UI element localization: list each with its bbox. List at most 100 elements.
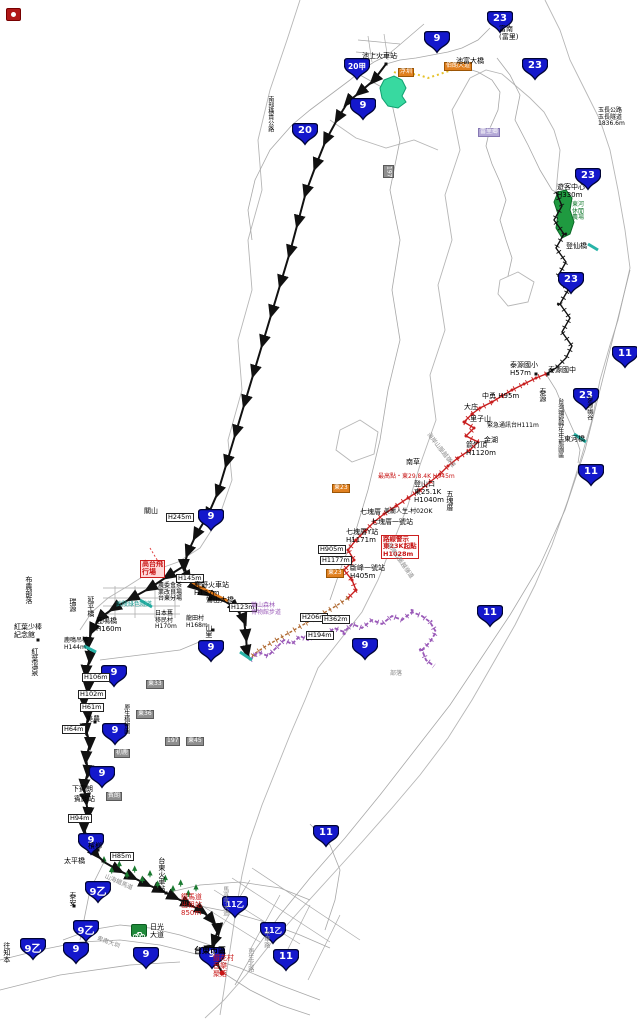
road-7 <box>0 939 321 1001</box>
trail-ridge-red-station-dot <box>522 382 526 386</box>
highway-shield-9: 9 <box>133 946 159 970</box>
shield-shape <box>424 30 450 54</box>
shield-number: 9乙 <box>89 887 107 898</box>
map-label: 日本舊 移民村 H170m <box>155 610 177 631</box>
map-label: 南草 <box>406 458 420 466</box>
trail-ridge-lower-brown <box>249 597 349 661</box>
map-plate-label: 路線警示 東23K起點 H1028m <box>381 535 419 559</box>
map-label: 七塊厝一號站 <box>371 518 413 526</box>
shield-shape <box>73 919 99 943</box>
map-label: 泰安 <box>68 892 77 906</box>
trail-ridge-red-station-dot <box>364 528 368 532</box>
map-label: 農委會茶 業改良場 台東分場 <box>158 582 183 603</box>
tree-icon <box>185 889 191 897</box>
road-0 <box>234 269 631 986</box>
map-plate-label: H102m <box>78 690 106 700</box>
map-plate-label: H106m <box>82 673 110 683</box>
trail-ridge-red-station-dot <box>372 520 376 524</box>
shield-number: 9 <box>361 640 369 651</box>
map-label: 部落 <box>390 670 403 677</box>
map-plate-label: H194m <box>306 631 334 641</box>
map-label: 台東火車站 <box>157 857 166 892</box>
map-label: 東河橋 <box>564 435 585 443</box>
trail-ridge-red-station-dot <box>470 412 474 416</box>
shield-shape <box>133 946 159 970</box>
shield-shape <box>85 880 111 904</box>
shield-shape <box>313 824 339 848</box>
highway-shield-9乙: 9乙 <box>73 919 99 943</box>
map-label: 鸞山森林 博物館步道 <box>251 602 282 616</box>
map-label: 斷峰一號站 H405m <box>350 564 385 580</box>
station-dot <box>534 372 538 376</box>
tree-icon <box>193 884 199 892</box>
grid-street-10 <box>231 877 331 943</box>
station-dot <box>384 62 388 66</box>
map-label: 鹿鳴吊橋 H144m <box>64 637 89 651</box>
road-5 <box>247 124 293 241</box>
shield-shape <box>350 97 376 121</box>
grid-street-16 <box>357 39 401 45</box>
map-plate-label: H245m <box>166 513 194 523</box>
shield-number: 20 <box>298 125 312 136</box>
shield-shape <box>198 639 224 663</box>
map-label: 金湖 <box>484 436 498 444</box>
highway-shield-9: 9 <box>102 722 128 746</box>
map-label: 台灣獼猴野生生態園區 <box>556 398 564 458</box>
highway-shield-11: 11 <box>578 463 604 487</box>
highway-shield-9: 9 <box>78 832 104 856</box>
tree-icon <box>132 865 138 873</box>
tree-icon <box>139 875 145 883</box>
station-dot <box>93 720 97 724</box>
shield-number: 20甲 <box>348 62 366 71</box>
map-plate-label: 初鹿 <box>114 749 131 758</box>
tree-icon <box>162 874 168 882</box>
map-label: 池上火車站 <box>362 52 397 60</box>
shield-number: 9 <box>111 725 119 736</box>
shield-number: 11 <box>584 466 598 477</box>
shield-number: 23 <box>579 390 593 401</box>
map-label: 玉長公路 玉長隧道 1836.6m <box>598 107 625 128</box>
tree-icon <box>155 880 161 888</box>
map-label: 龍田村 H168m <box>186 615 208 629</box>
map-label: 五塊厝 <box>445 490 454 511</box>
bridge-luanshan <box>239 650 253 662</box>
map-label: 登山口 東25.1K H1040m <box>414 480 444 504</box>
map-label: 鸞山大橋 <box>206 596 234 604</box>
shield-number: 9 <box>433 33 441 44</box>
highway-shield-23: 23 <box>575 167 601 191</box>
map-plate-label: 東36 <box>136 710 154 719</box>
trail-ridge-red-station-dot <box>352 558 356 562</box>
map-plate-label: H905m <box>318 545 346 555</box>
map-label: 鹿鳴橋 H160m <box>96 617 122 633</box>
shield-shape <box>63 941 89 965</box>
legend-chip <box>6 8 21 21</box>
shield-number: 9 <box>207 511 215 522</box>
highway-shield-9乙: 9乙 <box>85 880 111 904</box>
shield-number: 9 <box>142 949 150 960</box>
highway-shield-9: 9 <box>198 639 224 663</box>
bike-rental-icon <box>131 924 147 940</box>
map-label: 緊急通訊台H111m <box>487 422 539 429</box>
map-label: 泰源幽谷 <box>585 396 593 420</box>
shield-number: 9 <box>110 667 118 678</box>
map-label: 原生植物園 <box>122 704 130 734</box>
trail-ridge-red-station-dot <box>354 588 358 592</box>
map-plate-label: 東23 <box>326 569 344 578</box>
station-dot <box>96 848 100 852</box>
trail-ridge-red-station-dot <box>462 420 466 424</box>
map-plate-label: 伯朗大道 <box>444 62 473 71</box>
map-plate-label: H1177m <box>320 556 352 566</box>
map-label: 中華路 <box>262 930 270 948</box>
trail-ridge-red-station-dot <box>418 488 422 492</box>
green-tunnel-trees <box>101 856 199 897</box>
map-label: 布農部落 <box>24 576 33 604</box>
shield-number: 11乙 <box>264 926 282 935</box>
shield-number: 11 <box>319 827 333 838</box>
map-plate-label: 東23 <box>332 484 350 493</box>
shield-shape <box>260 921 286 945</box>
shield-number: 9 <box>208 949 216 960</box>
map-label: 關山 <box>144 507 158 515</box>
map-plate-label: H61m <box>80 703 104 713</box>
map-label: 最高點・東29.8.4K H945m <box>378 473 455 480</box>
